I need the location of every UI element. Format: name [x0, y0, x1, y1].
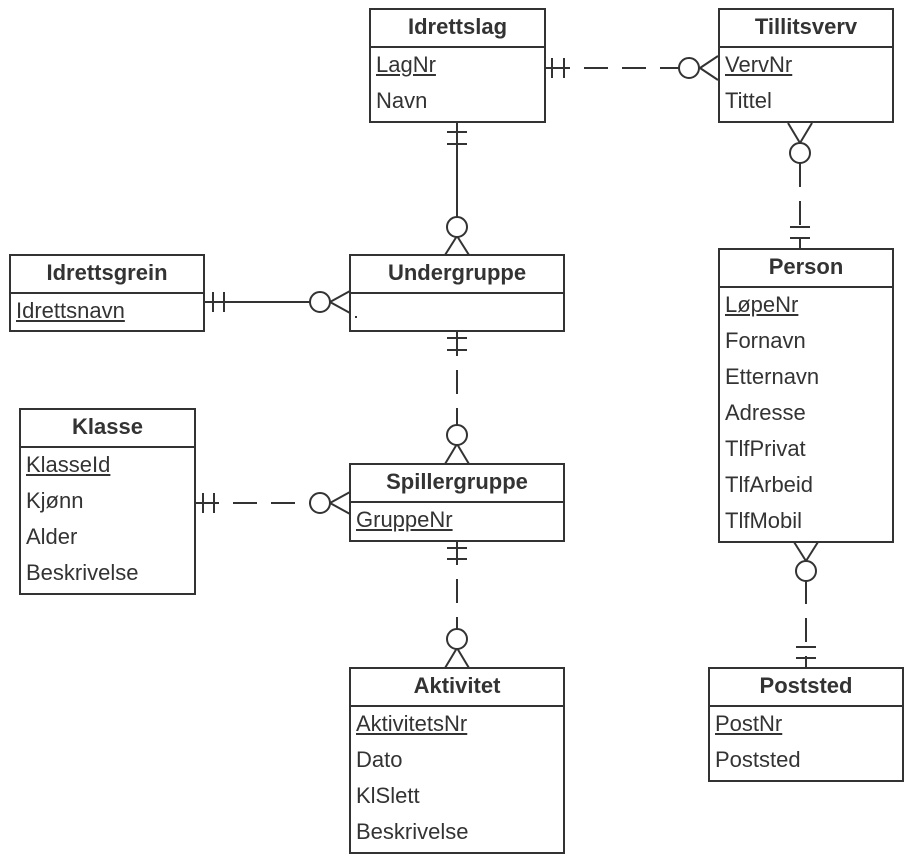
attribute: Alder — [26, 524, 78, 549]
entity-tillitsverv: Tillitsverv VervNr Tittel — [718, 8, 894, 123]
relationship-idrettsgrein-undergruppe — [204, 290, 351, 314]
entity-idrettslag: Idrettslag LagNr Navn — [369, 8, 546, 123]
entity-title: Undergruppe — [351, 256, 563, 294]
attribute-primary-key: Idrettsnavn — [16, 298, 125, 323]
attribute-primary-key: AktivitetsNr — [356, 711, 468, 736]
attribute: Beskrivelse — [356, 819, 469, 844]
relationship-idrettslag-tillitsverv — [546, 55, 719, 81]
relationship-spillergruppe-aktivitet — [444, 541, 470, 669]
relationship-poststed-person — [793, 541, 819, 668]
entity-title: Spillergruppe — [351, 465, 563, 503]
attribute: Tittel — [725, 88, 772, 113]
attribute: Kjønn — [26, 488, 84, 513]
entity-klasse: Klasse KlasseId Kjønn Alder Beskrivelse — [19, 408, 196, 595]
attribute: Navn — [376, 88, 428, 113]
entity-title: Idrettslag — [371, 10, 544, 48]
entity-undergruppe: Undergruppe — [349, 254, 565, 332]
attribute-primary-key: LøpeNr — [725, 292, 799, 317]
attribute-primary-key: KlasseId — [26, 452, 111, 477]
attribute: Beskrivelse — [26, 560, 139, 585]
attribute: Poststed — [715, 747, 801, 772]
attribute: Fornavn — [725, 328, 806, 353]
entity-poststed: Poststed PostNr Poststed — [708, 667, 904, 782]
empty-attribute-marker — [355, 316, 357, 318]
entity-spillergruppe: Spillergruppe GruppeNr — [349, 463, 565, 542]
attribute-primary-key: VervNr — [725, 52, 793, 77]
attribute: TlfMobil — [725, 508, 803, 533]
attribute: KlSlett — [356, 783, 420, 808]
relationship-klasse-spillergruppe — [195, 491, 351, 515]
attribute-primary-key: PostNr — [715, 711, 783, 736]
attribute: TlfArbeid — [725, 472, 814, 497]
relationship-undergruppe-spillergruppe — [444, 332, 470, 465]
entity-idrettsgrein: Idrettsgrein Idrettsnavn — [9, 254, 205, 332]
entity-title: Person — [720, 250, 892, 288]
attribute: Dato — [356, 747, 403, 772]
entity-title: Klasse — [21, 410, 194, 448]
relationship-idrettslag-undergruppe — [444, 122, 470, 256]
attribute: Etternavn — [725, 364, 820, 389]
entity-person: Person LøpeNr Fornavn Etternavn Adresse … — [718, 248, 894, 543]
entity-title: Aktivitet — [351, 669, 563, 707]
attribute-primary-key: LagNr — [376, 52, 436, 77]
relationship-person-tillitsverv — [787, 122, 813, 249]
entity-title: Idrettsgrein — [11, 256, 203, 294]
entity-aktivitet: Aktivitet AktivitetsNr Dato KlSlett Besk… — [349, 667, 565, 854]
attribute: Adresse — [725, 400, 806, 425]
attribute-primary-key: GruppeNr — [356, 507, 453, 532]
entity-title: Poststed — [710, 669, 902, 707]
attribute: TlfPrivat — [725, 436, 806, 461]
entity-title: Tillitsverv — [720, 10, 892, 48]
